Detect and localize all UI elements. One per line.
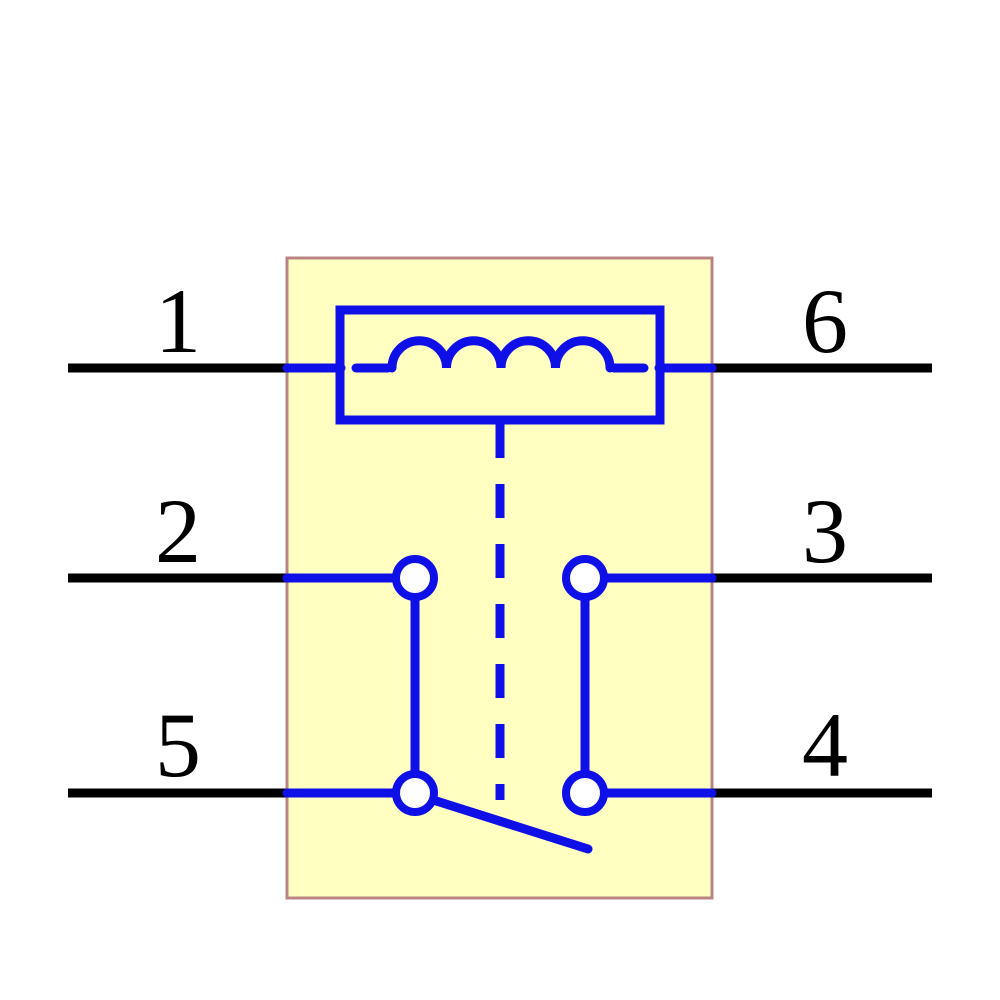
contact-circle-pin5 bbox=[392, 770, 438, 816]
contact-circle-pin2 bbox=[392, 555, 438, 601]
coil-box bbox=[335, 305, 665, 425]
pin-number-3: 3 bbox=[802, 480, 848, 582]
pin-number-6: 6 bbox=[802, 270, 848, 372]
contact-circle-pin3 bbox=[562, 555, 608, 601]
coil-inductor bbox=[351, 336, 649, 373]
switch-lever bbox=[425, 794, 593, 854]
pin-number-4: 4 bbox=[802, 694, 848, 796]
contact-circle-pin4 bbox=[562, 770, 608, 816]
pin-number-2: 2 bbox=[155, 480, 201, 582]
pin-number-1: 1 bbox=[155, 270, 201, 372]
pin-number-5: 5 bbox=[155, 694, 201, 796]
